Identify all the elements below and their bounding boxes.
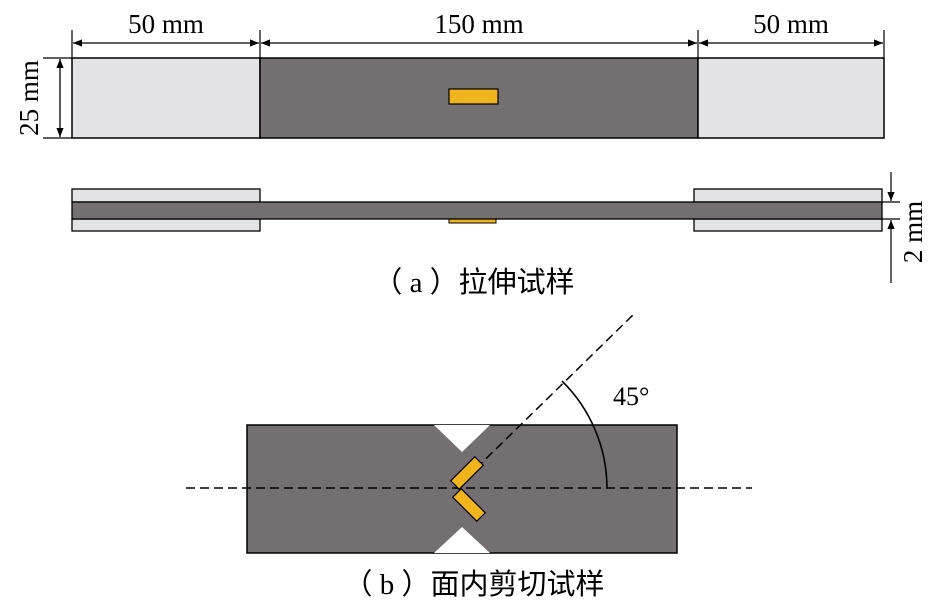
extension-lines <box>43 30 885 139</box>
strain-gauge <box>448 88 499 105</box>
shear-specimen <box>186 311 752 554</box>
dim-label-thickness: 2 mm <box>898 201 928 263</box>
dim-label-middle: 150 mm <box>434 9 523 39</box>
left-grip-tab <box>71 57 261 139</box>
tensile-side-view <box>71 188 883 232</box>
bottom-v-notch <box>434 527 490 553</box>
caption-shear: （ b ）面内剪切试样 <box>343 568 604 601</box>
tensile-top-view <box>71 57 885 139</box>
shear-gauge-upper <box>449 455 485 491</box>
angle-label: 45° <box>613 382 649 411</box>
caption-tensile: （ a ）拉伸试样 <box>373 266 574 299</box>
shear-gauge-lower <box>451 487 487 523</box>
left-tab-lower <box>71 218 261 232</box>
dim-label-right: 50 mm <box>753 9 829 39</box>
specimen-core <box>71 201 883 220</box>
thickness-dimension <box>882 172 900 283</box>
right-tab-lower <box>693 218 883 232</box>
dimension-arrows <box>56 39 883 137</box>
left-tab-upper <box>71 188 261 203</box>
dim-label-left: 50 mm <box>128 9 204 39</box>
right-tab-upper <box>693 188 883 203</box>
angle-arc <box>561 380 608 489</box>
right-grip-tab <box>697 57 885 139</box>
top-v-notch <box>434 425 490 452</box>
dim-label-width: 25 mm <box>14 60 44 136</box>
